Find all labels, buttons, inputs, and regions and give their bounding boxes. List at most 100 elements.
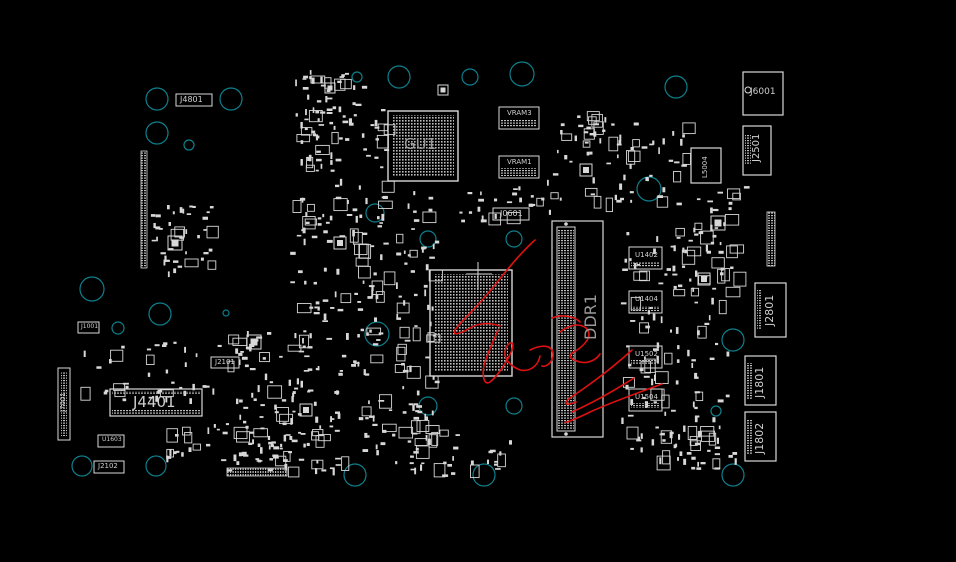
smd-part [309,70,312,75]
qfn-pad [583,167,589,173]
mounting-hole [71,455,93,477]
smd-part [689,278,692,282]
mounting-hole [419,230,437,248]
smd-part [333,198,348,212]
smd-part [243,406,249,409]
smd-part [354,243,368,256]
smd-part [416,390,420,396]
smd-part [593,131,597,137]
smd-part [547,179,549,186]
smd-part [528,203,534,207]
smd-part [305,221,310,224]
smd-part [584,187,598,197]
smd-part [670,431,674,435]
smd-part [376,450,379,456]
smd-part [647,309,650,315]
smd-part [153,223,156,229]
smd-part [315,416,319,423]
smd-part [326,337,333,340]
smd-part [481,215,484,223]
smd-part [673,245,676,252]
smd-part [643,375,650,378]
smd-part [330,160,333,165]
smd-part [712,458,721,470]
smd-part [611,123,615,126]
smd-part [320,163,323,169]
smd-part [627,150,641,162]
smd-part [303,238,306,246]
smd-part [309,76,312,80]
smd-part [583,131,589,134]
smd-part [267,385,283,399]
smd-part [204,385,210,388]
smd-part [335,411,340,414]
smd-part [283,434,287,442]
smd-part [122,382,129,385]
smd-part [369,415,375,418]
smd-part [315,134,318,141]
smd-part [369,329,372,333]
smd-part [694,442,701,446]
smd-part [296,234,302,237]
smd-part [621,417,624,424]
smd-part [616,143,622,146]
smd-part [347,200,349,204]
smd-part [248,442,253,445]
smd-part [232,337,248,346]
smd-part [726,351,730,357]
cpu-chip[interactable] [429,262,513,377]
smd-part [673,444,677,449]
smd-part [202,216,208,220]
smd-part [256,336,263,339]
smd-part [171,381,175,384]
mounting-hole [636,176,662,202]
smd-part [164,255,167,262]
smd-part [684,249,688,254]
smd-part [174,226,185,238]
smd-part [303,75,309,79]
mounting-hole [505,397,523,415]
mounting-holes [71,61,745,487]
smd-part [238,359,241,365]
smd-part [184,362,187,367]
smd-part [327,97,333,100]
smd-part [673,289,686,297]
smd-part [626,232,630,236]
smd-part [402,369,409,373]
smd-part [461,219,465,223]
smd-part [260,447,263,454]
smd-part [290,281,295,284]
smd-part [298,431,302,434]
smd-part [330,418,335,420]
smd-part [377,225,382,228]
smd-part [184,346,186,353]
smd-part [656,196,669,208]
smd-part [694,391,700,394]
smd-part [416,405,422,408]
smd-part [241,356,248,360]
smd-part [626,345,630,348]
smd-part [259,416,264,418]
smd-part [355,257,369,267]
smd-part [656,355,659,363]
smd-part [402,411,407,414]
smd-part [275,455,287,467]
smd-part [302,227,306,234]
qfn-chip [437,84,449,96]
smd-part [644,356,646,360]
smd-part [727,188,741,200]
smd-part [671,409,676,412]
gpu-chip [387,110,459,182]
smd-part [338,372,343,376]
smd-part [640,447,643,453]
smd-part [339,235,346,238]
smd-part [355,215,358,223]
smd-part [295,113,298,117]
smd-part [110,349,124,362]
smd-part [729,244,745,254]
smd-part [378,200,393,209]
smd-part [659,457,662,465]
smd-part [339,370,343,372]
smd-part [372,415,375,422]
smd-part [311,130,316,134]
